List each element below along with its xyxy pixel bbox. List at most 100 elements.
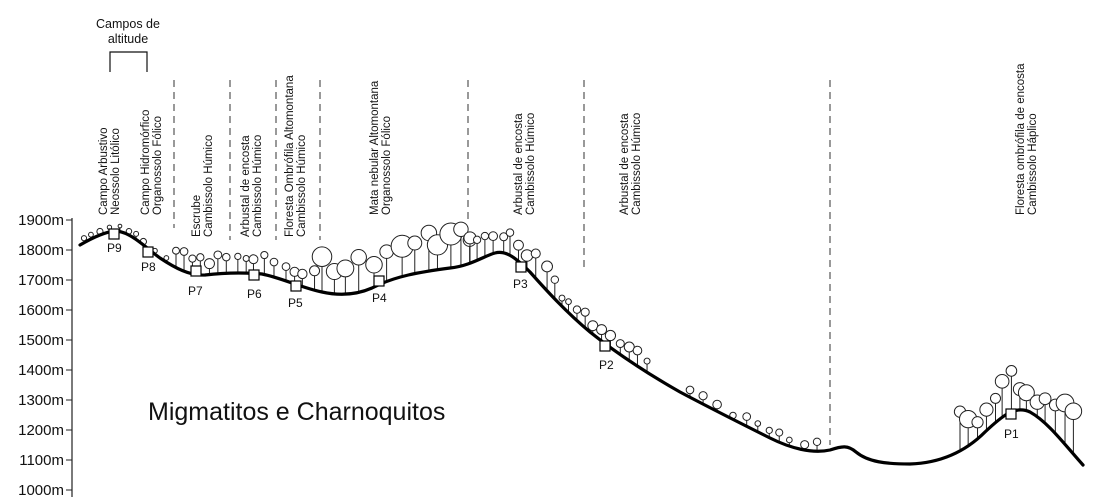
plot-label-p5: P5 [288, 296, 303, 310]
zone-label-1-line1: Campo Arbustivo [98, 127, 110, 215]
zone-label-2-line2: Organossolo Fólico [152, 116, 164, 215]
plot-label-p8: P8 [141, 260, 156, 274]
tree-crown [282, 263, 290, 271]
tree-crown [351, 250, 366, 265]
tree-crown [337, 260, 354, 277]
plot-label-p6: P6 [247, 287, 262, 301]
tree-crown [995, 375, 1009, 389]
tick-label-1900: 1900m [18, 212, 64, 229]
zone-label-2-line1: Campo Hidromórfico [140, 110, 152, 215]
tree-crown [559, 295, 565, 301]
plot-box-p3 [516, 262, 526, 272]
plot-box-p5 [291, 281, 301, 291]
tree-crown [298, 269, 307, 278]
tree-crown [551, 276, 558, 283]
tree-crown [214, 251, 222, 259]
tick-label-1200: 1200m [18, 422, 64, 439]
plot-box-p1 [1006, 409, 1016, 419]
tree-crown [787, 437, 793, 443]
tree-crown [310, 266, 320, 276]
tree-crown [312, 247, 332, 267]
plot-box-p6 [249, 270, 259, 280]
tree-crown [766, 427, 772, 433]
tree-crown [366, 256, 382, 272]
tree-crown [755, 421, 761, 427]
tree-crown [521, 250, 533, 262]
tree-crown [743, 413, 751, 421]
tree-crown [204, 259, 214, 269]
plot-box-p9 [109, 229, 119, 239]
zone-label-8-line1: Arbustal de encosta [619, 113, 631, 215]
tree-crown [189, 255, 196, 262]
tree-crown [644, 358, 650, 364]
tree-crown [408, 236, 422, 250]
tree-crown [1065, 403, 1082, 420]
plot-box-p4 [374, 276, 384, 286]
tree-crown [270, 258, 278, 266]
tree-crown [489, 232, 498, 241]
tree-crown [118, 224, 122, 228]
plot-box-p8 [143, 247, 153, 257]
plot-label-p3: P3 [513, 277, 528, 291]
zone-label-6-line1: Mata nebular Altomontana [369, 80, 381, 215]
plot-label-p2: P2 [599, 358, 614, 372]
tree-crown [566, 299, 572, 305]
zone-label-3-line1: Escrube [191, 195, 203, 237]
elevation-ticks: 1900m 1800m 1700m 1600m 1500m 1400m 1300… [18, 212, 72, 497]
tree-crown [249, 255, 258, 264]
tree-crown [223, 253, 231, 261]
tree-crown [597, 325, 607, 335]
plot-label-p7: P7 [188, 284, 203, 298]
zone-label-8-line2: Cambissolo Húmico [631, 113, 643, 215]
tree-crown [243, 256, 249, 262]
zone-label-5-line1: Floresta Ombrófila Altomontana [284, 75, 296, 237]
plot-label-p9: P9 [107, 241, 122, 255]
tree-crown [686, 386, 694, 394]
zone-label-7-line1: Arbustal de encosta [513, 113, 525, 215]
tree-crown [180, 248, 188, 256]
tree-crown [713, 400, 722, 409]
plot-label-p4: P4 [372, 291, 387, 305]
geology-label: Migmatitos e Charnoquitos [148, 398, 445, 426]
tree-crown [134, 231, 139, 236]
tick-label-1500: 1500m [18, 332, 64, 349]
zone-label-5-line2: Cambissolo Húmico [296, 135, 308, 237]
tree-crown [605, 330, 615, 340]
group-title-line1: Campos de [96, 17, 160, 31]
tree-crown [531, 249, 540, 258]
zone-label-9-line1: Floresta ombrófila de encosta [1015, 63, 1027, 215]
tree-crown [261, 251, 268, 258]
tree-crown [514, 240, 524, 250]
tree-crown [197, 254, 204, 261]
group-title-line2: altitude [108, 32, 148, 46]
tree-crown [616, 340, 624, 348]
tree-crown [473, 236, 480, 243]
tree-crown [1039, 393, 1051, 405]
tick-label-1000: 1000m [18, 482, 64, 497]
zone-label-4-line1: Arbustal de encosta [240, 135, 252, 237]
terrain-profile [80, 231, 1083, 465]
tree-crown [699, 392, 707, 400]
tree-crown [573, 306, 580, 313]
tree-crown [235, 253, 241, 259]
tree-crown [813, 438, 820, 445]
tick-label-1100: 1100m [19, 452, 64, 469]
tree-crown [972, 417, 983, 428]
plot-label-p1: P1 [1004, 427, 1019, 441]
tick-label-1300: 1300m [18, 392, 64, 409]
zone-label-7-line2: Cambissolo Húmico [525, 113, 537, 215]
tree-crown [1006, 366, 1017, 377]
tick-label-1400: 1400m [18, 362, 64, 379]
tree-crown [542, 261, 553, 272]
zone-labels: Campo Arbustivo Neossolo Litólico Campo … [98, 63, 1039, 237]
tree-crown [506, 229, 514, 237]
plot-box-p2 [600, 341, 610, 351]
tree-crown [990, 393, 1000, 403]
tree-crown [801, 441, 809, 449]
zone-label-4-line2: Cambissolo Húmico [252, 135, 264, 237]
tree-crown [173, 247, 180, 254]
tree-crown [89, 232, 94, 237]
zone-label-3-line2: Cambissolo Húmico [203, 135, 215, 237]
tree-crown [633, 346, 642, 355]
